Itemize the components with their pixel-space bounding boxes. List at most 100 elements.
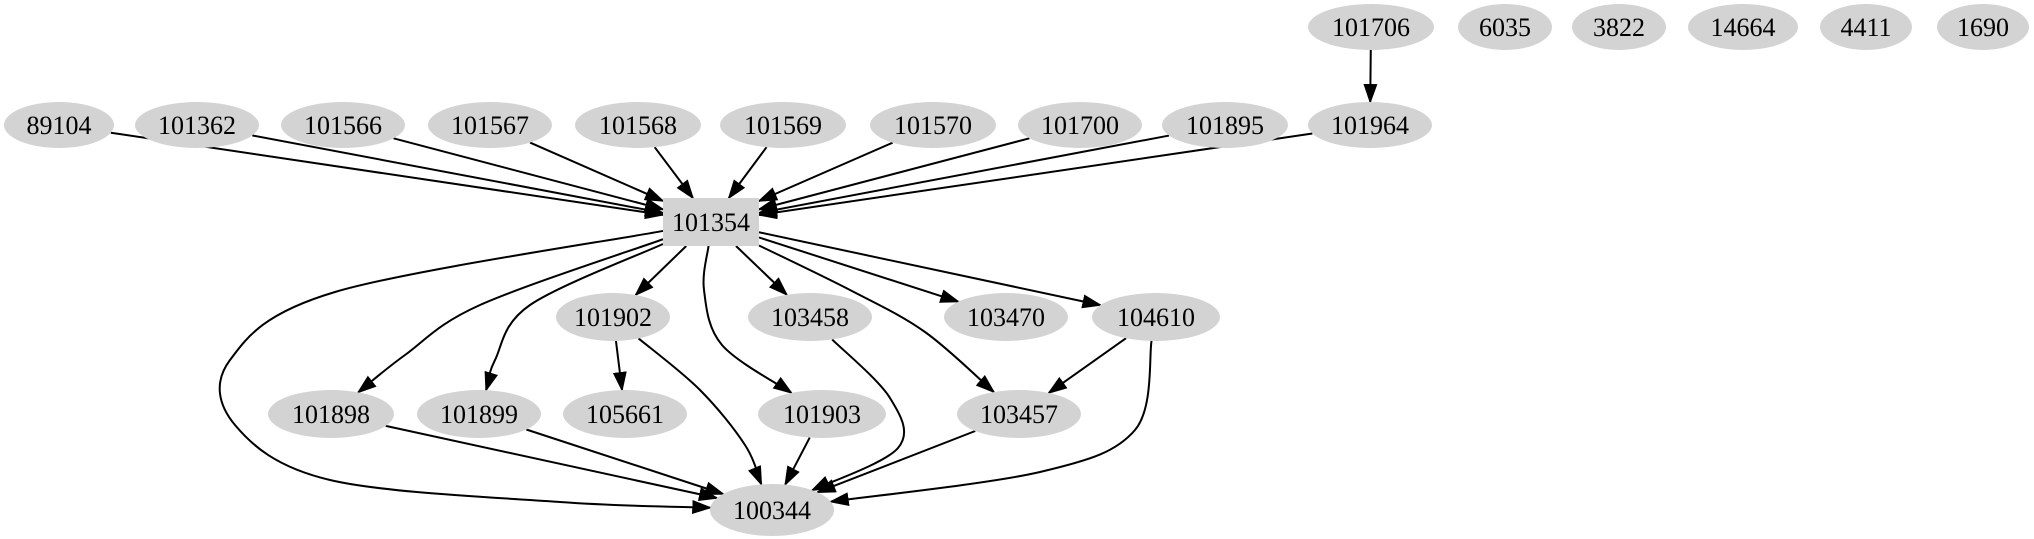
edge-103458-100344 <box>810 338 906 492</box>
node-label: 103470 <box>967 303 1045 332</box>
node-label: 105661 <box>586 400 664 429</box>
edge-104610-100344 <box>828 340 1153 507</box>
ellipse-node-shape <box>135 102 259 148</box>
ellipse-node-shape <box>1572 4 1666 50</box>
ellipse-node-shape <box>957 390 1081 438</box>
ellipse-node-shape <box>4 102 114 148</box>
node-label: 101569 <box>744 111 822 140</box>
node-6035: 6035 <box>1458 4 1552 50</box>
node-101903: 101903 <box>758 390 886 438</box>
node-101567: 101567 <box>428 102 552 148</box>
node-label: 101700 <box>1041 111 1119 140</box>
edge-101566-101354 <box>393 137 665 212</box>
node-100344: 100344 <box>710 484 834 536</box>
ellipse-node-shape <box>268 390 394 438</box>
node-label: 101570 <box>894 111 972 140</box>
ellipse-node-shape <box>417 390 541 438</box>
ellipse-node-shape <box>870 102 996 148</box>
edge-101570-101354 <box>757 141 894 202</box>
edge-101567-101354 <box>529 141 665 202</box>
ellipse-node-shape <box>1458 4 1552 50</box>
node-label: 100344 <box>733 496 811 525</box>
node-101964: 101964 <box>1308 102 1432 148</box>
node-label: 101898 <box>292 400 370 429</box>
edge-101895-101354 <box>757 134 1170 217</box>
ellipse-node-shape <box>1937 4 2029 50</box>
node-label: 101354 <box>672 208 750 237</box>
edge-101354-101899 <box>484 243 664 393</box>
edge-101902-105661 <box>612 340 627 393</box>
node-103458: 103458 <box>748 293 872 341</box>
node-101899: 101899 <box>417 390 541 438</box>
ellipse-node-shape <box>575 102 701 148</box>
node-label: 101567 <box>451 111 529 140</box>
node-label: 101706 <box>1332 13 1410 42</box>
ellipse-node-shape <box>1688 4 1798 50</box>
edge-101354-101902 <box>634 245 687 297</box>
edge-101354-103457 <box>758 244 996 394</box>
ellipse-node-shape <box>1820 4 1912 50</box>
ellipse-node-shape <box>428 102 552 148</box>
node-101700: 101700 <box>1018 102 1142 148</box>
edge-101354-103458 <box>735 245 789 297</box>
node-label: 101362 <box>158 111 236 140</box>
node-label: 101902 <box>574 303 652 332</box>
node-3822: 3822 <box>1572 4 1666 50</box>
ellipse-node-shape <box>281 102 405 148</box>
node-101569: 101569 <box>720 102 846 148</box>
node-101566: 101566 <box>281 102 405 148</box>
ellipse-node-shape <box>1018 102 1142 148</box>
edge-101902-100344 <box>637 337 763 487</box>
box-node-shape <box>663 198 759 246</box>
edge-101903-100344 <box>784 437 811 487</box>
node-label: 3822 <box>1593 13 1645 42</box>
edge-101362-101354 <box>252 134 665 217</box>
node-103457: 103457 <box>957 390 1081 438</box>
edge-101354-101903 <box>702 245 794 395</box>
edge-101354-100344 <box>218 229 713 514</box>
node-104610: 104610 <box>1092 293 1220 341</box>
node-101570: 101570 <box>870 102 996 148</box>
ellipse-node-shape <box>710 484 834 536</box>
node-label: 101964 <box>1331 111 1409 140</box>
edge-101354-103470 <box>758 236 961 303</box>
ellipse-node-shape <box>748 293 872 341</box>
edge-101899-100344 <box>526 428 726 496</box>
edge-101354-101898 <box>356 238 664 394</box>
node-101568: 101568 <box>575 102 701 148</box>
node-label: 4411 <box>1840 13 1891 42</box>
node-101706: 101706 <box>1308 4 1434 50</box>
node-label: 89104 <box>27 111 92 140</box>
node-label: 101566 <box>304 111 382 140</box>
node-label: 101895 <box>1186 111 1264 140</box>
node-105661: 105661 <box>563 390 687 438</box>
ellipse-node-shape <box>1308 4 1434 50</box>
node-label: 6035 <box>1479 13 1531 42</box>
node-label: 14664 <box>1711 13 1776 42</box>
ellipse-node-shape <box>1162 102 1288 148</box>
node-label: 103457 <box>980 400 1058 429</box>
ellipse-node-shape <box>556 293 670 341</box>
edge-101568-101354 <box>653 146 695 200</box>
node-label: 101899 <box>440 400 518 429</box>
node-1690: 1690 <box>1937 4 2029 50</box>
edge-101354-104610 <box>758 231 1103 309</box>
ellipse-node-shape <box>758 390 886 438</box>
edge-101569-101354 <box>727 146 768 200</box>
edge-103457-100344 <box>815 430 976 494</box>
ellipse-node-shape <box>944 293 1068 341</box>
node-4411: 4411 <box>1820 4 1912 50</box>
node-label: 101903 <box>783 400 861 429</box>
node-101362: 101362 <box>135 102 259 148</box>
edge-101898-100344 <box>385 424 719 502</box>
node-14664: 14664 <box>1688 4 1798 50</box>
node-label: 101568 <box>599 111 677 140</box>
node-101895: 101895 <box>1162 102 1288 148</box>
node-label: 1690 <box>1957 13 2009 42</box>
node-101354: 101354 <box>663 198 759 246</box>
ellipse-node-shape <box>1092 293 1220 341</box>
node-101902: 101902 <box>556 293 670 341</box>
edge-101700-101354 <box>757 137 1030 212</box>
node-101898: 101898 <box>268 390 394 438</box>
